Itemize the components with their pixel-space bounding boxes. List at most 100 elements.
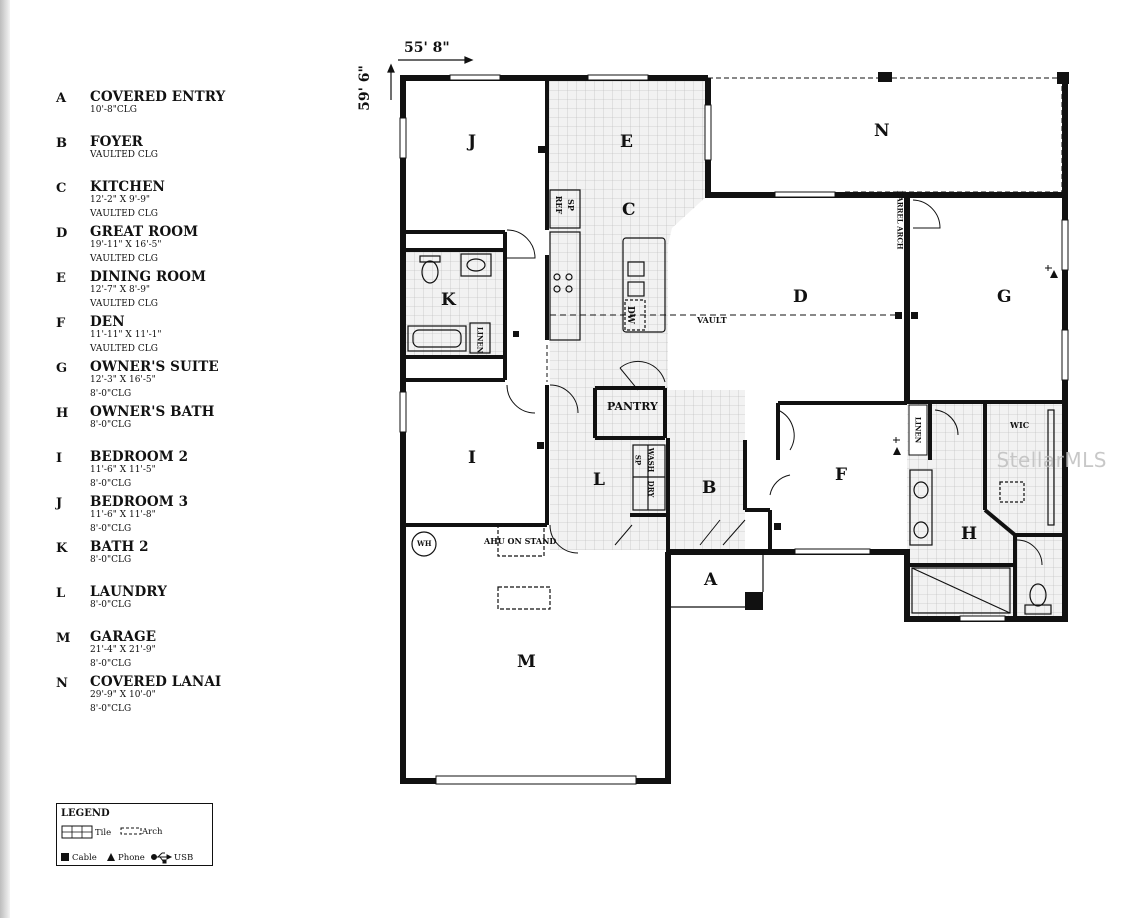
room-detail: 8'-0"CLG — [90, 524, 132, 534]
room-name: LAUNDRY — [90, 584, 167, 600]
room-detail: VAULTED CLG — [90, 209, 158, 219]
legend-cable-label: Cable — [72, 853, 97, 863]
interior-walls — [403, 78, 1065, 619]
legend-arch-label: Arch — [142, 827, 163, 837]
room-detail: 8'-0"CLG — [90, 479, 132, 489]
plan-label-vault: VAULT — [697, 315, 727, 325]
plan-label-sp: SP — [633, 454, 643, 466]
plan-label-letter: L — [593, 470, 605, 490]
room-detail: 8'-0"CLG — [90, 704, 132, 714]
arch-swatch-icon — [120, 827, 142, 835]
tile-bath2 — [403, 250, 503, 355]
bath2-fixtures — [407, 253, 492, 354]
room-name: GARAGE — [90, 629, 157, 645]
cable-markers — [513, 146, 918, 530]
room-name: BEDROOM 3 — [90, 494, 189, 510]
room-detail: 12'-3" X 16'-5" — [90, 375, 156, 385]
plan-label-letter: D — [793, 287, 808, 307]
room-name: FOYER — [90, 134, 143, 150]
windows — [399, 74, 1069, 622]
kitchen-fixtures — [549, 189, 666, 341]
room-name: DINING ROOM — [90, 269, 207, 285]
plan-label-letter: B — [702, 478, 717, 498]
legend-tile-label: Tile — [95, 828, 112, 838]
room-detail: 19'-11" X 16'-5" — [90, 240, 162, 250]
room-letter: H — [56, 406, 69, 421]
plan-label-letter: F — [835, 465, 848, 485]
plan-label-linen: LINEN — [913, 416, 923, 444]
owners-bath-fixtures — [909, 409, 1055, 615]
legend-usb-label: USB — [174, 853, 194, 863]
plan-label-depth: 59' 6" — [357, 65, 373, 111]
plan-label-sp: SP — [566, 199, 576, 211]
legend-symbols — [61, 825, 173, 864]
room-name: BEDROOM 2 — [90, 449, 189, 465]
room-letter: B — [56, 136, 67, 151]
laundry-fixtures — [632, 444, 666, 511]
plan-label-letter: C — [622, 200, 636, 220]
room-detail: 21'-4" X 21'-9" — [90, 645, 156, 655]
room-detail: 12'-2" X 9'-9" — [90, 195, 151, 205]
room-detail: 8'-0"CLG — [90, 420, 132, 430]
room-letter: F — [56, 316, 66, 331]
plan-label-wh: WH — [417, 539, 432, 548]
linen-closet-owners — [908, 404, 928, 456]
phone-markers — [893, 270, 1058, 455]
room-detail: 8'-0"CLG — [90, 389, 132, 399]
plan-label-letter: K — [441, 290, 456, 310]
dimension-marks — [387, 56, 474, 100]
plan-label-ref: REF — [554, 195, 564, 215]
room-name: GREAT ROOM — [90, 224, 199, 240]
usb-markers — [893, 265, 1052, 443]
room-detail: 8'-0"CLG — [90, 555, 132, 565]
room-letter: M — [56, 631, 71, 646]
plan-label-dw: DW — [625, 306, 635, 324]
page-edge-shadow — [0, 0, 10, 918]
room-detail: 11'-11" X 11'-1" — [90, 330, 162, 340]
tile-kitchen-dining — [549, 78, 708, 438]
legend-title: LEGEND — [61, 808, 110, 819]
door-swings — [506, 199, 1043, 566]
plan-label-wic: WIC — [1010, 420, 1030, 430]
plan-label-letter: M — [517, 652, 536, 672]
room-name: BATH 2 — [90, 539, 149, 555]
legend-box: LEGEND Tile Arch Cable Phone USB — [56, 803, 213, 866]
plan-label-wash: WASH — [646, 447, 656, 473]
room-detail: VAULTED CLG — [90, 254, 158, 264]
plan-label-letter: I — [468, 448, 476, 468]
garage-fixtures — [411, 525, 551, 610]
plan-label-linen: LINEN — [475, 326, 485, 354]
entry-outline — [669, 552, 745, 608]
lanai-post — [878, 72, 892, 82]
tile-swatch-icon — [61, 825, 93, 839]
room-detail: 11'-6" X 11'-8" — [90, 510, 156, 520]
room-name: KITCHEN — [90, 179, 165, 195]
room-name: DEN — [90, 314, 125, 330]
room-detail: 29'-9" X 10'-0" — [90, 690, 156, 700]
usb-symbol-icon — [151, 852, 173, 864]
room-detail: 10'-8"CLG — [90, 105, 137, 115]
room-detail: 11'-6" X 11'-5" — [90, 465, 156, 475]
room-name: OWNER'S SUITE — [90, 359, 219, 375]
room-detail: 8'-0"CLG — [90, 659, 132, 669]
plan-label-ahu: AHU ON STAND — [484, 536, 557, 546]
plan-label-letter: H — [961, 524, 978, 544]
room-detail: 12'-7" X 8'-9" — [90, 285, 151, 295]
legend-phone-label: Phone — [118, 853, 145, 863]
room-detail: VAULTED CLG — [90, 344, 158, 354]
garage-door — [435, 775, 637, 785]
